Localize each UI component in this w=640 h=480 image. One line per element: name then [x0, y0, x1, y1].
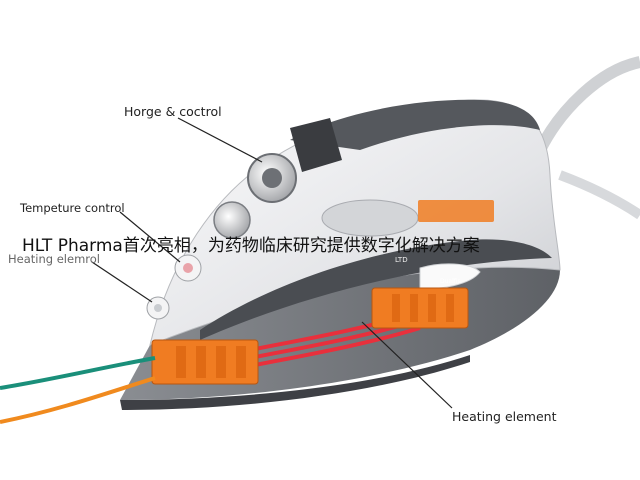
overlay-caption: HLT Pharma首次亮相，为药物临床研究提供数字化解决方案	[22, 236, 480, 256]
leader-heating-element	[361, 321, 453, 409]
tag-text: Dualfis	[440, 278, 461, 285]
label-temperature-control: Tempeture control	[20, 201, 125, 215]
orange-cable	[0, 376, 156, 424]
trigger-button	[290, 118, 342, 172]
label-heating-control: Heating elemrol	[8, 252, 100, 266]
power-cord	[534, 56, 640, 153]
label-heating-element: Heating element	[452, 409, 557, 424]
leader-temperature	[119, 211, 181, 263]
display-text: LTD	[395, 256, 408, 264]
sole-plate-edge	[120, 355, 470, 410]
front-connector	[151, 339, 259, 385]
green-cable	[0, 356, 156, 390]
secondary-knob	[213, 201, 251, 239]
label-top-control: Horge & coctrol	[124, 104, 222, 119]
dark-panel	[200, 239, 552, 340]
power-cord-coil	[558, 170, 640, 220]
handle-top	[290, 99, 540, 150]
side-connector	[418, 200, 494, 222]
rear-connector	[371, 287, 469, 329]
leader-heating-control	[91, 261, 153, 303]
leader-top-control	[177, 117, 263, 163]
